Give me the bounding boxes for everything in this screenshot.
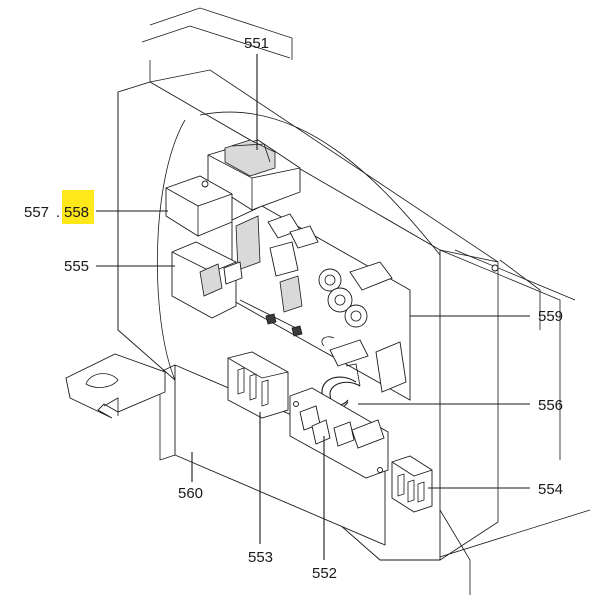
part-553-terminal-block — [227, 351, 289, 419]
part-554-connector — [391, 455, 433, 513]
label-highlight-558 — [62, 190, 94, 224]
label-554: 554 — [538, 481, 563, 498]
outer-frame — [141, 7, 591, 595]
label-551: 551 — [244, 35, 269, 52]
part-559-main-pcb — [231, 205, 411, 401]
label-555: 555 — [64, 258, 89, 275]
part-552-small-board — [289, 387, 389, 479]
part-555-sub-pcb — [171, 241, 243, 319]
label-560: 560 — [178, 485, 203, 502]
label-558: 558 — [64, 204, 89, 221]
label-559: 559 — [538, 308, 563, 325]
label-552: 552 — [312, 565, 337, 582]
part-558-relay — [165, 175, 233, 237]
label-557: 557 — [24, 204, 49, 221]
label-556: 556 — [538, 397, 563, 414]
label-557-separator: . — [56, 204, 60, 221]
leader-lines — [96, 54, 530, 560]
part-551-transformer — [207, 139, 301, 211]
part-560-bracket — [65, 353, 386, 546]
label-553: 553 — [248, 549, 273, 566]
